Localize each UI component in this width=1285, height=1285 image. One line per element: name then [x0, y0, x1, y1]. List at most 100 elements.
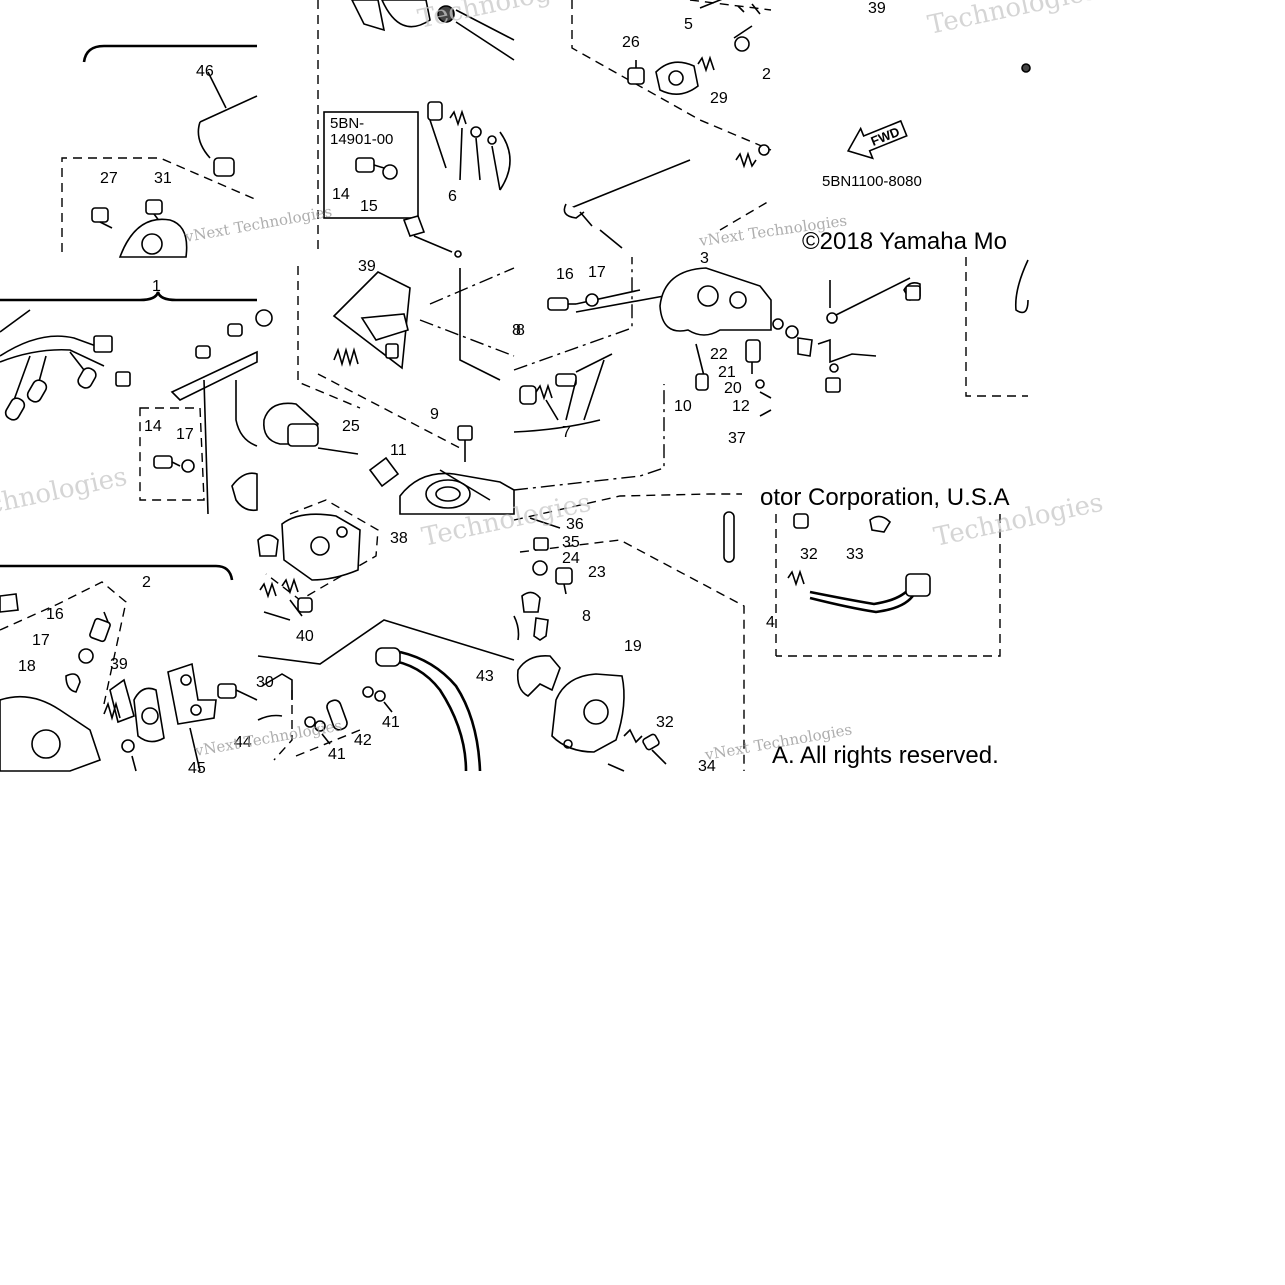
copyright-part3: A. All rights reserved.: [772, 742, 999, 769]
part-number: 39: [868, 0, 886, 17]
tile-bottom-right: [775, 513, 1001, 657]
part-number: 42: [354, 732, 372, 749]
tile-bottom-center-right: [513, 493, 745, 772]
jet-21-icon: [745, 339, 761, 374]
diagram-code: 5BN1100-8080: [822, 173, 922, 190]
part-number: 27: [100, 170, 118, 187]
svg-text:Technologies: Technologies: [0, 462, 130, 527]
washer-17-icon: [585, 293, 599, 307]
diaphragm-cover-19-icon: [551, 673, 625, 753]
part-number: 1: [152, 278, 161, 295]
part-number: 37: [728, 430, 746, 447]
washer-15-icon: [382, 164, 398, 180]
part-number: 33: [846, 546, 864, 563]
copyright-part1: ©2018 Yamaha Mo: [802, 228, 1007, 255]
throttle-sensor-25-icon: [263, 402, 319, 447]
part-number: 41: [382, 714, 400, 731]
screw-32-icon: [623, 728, 660, 751]
tile-bottom-left: [0, 564, 258, 772]
part-number: 32: [656, 714, 674, 731]
part-number: 19: [624, 638, 642, 655]
part-number: 14: [144, 418, 162, 435]
part-number: 32: [800, 546, 818, 563]
part-number: 36: [566, 516, 584, 533]
part-number: 6: [448, 188, 457, 205]
cover-plate-icon: [281, 513, 361, 581]
bolt-9-icon: [457, 425, 473, 462]
part-number: 4: [766, 614, 775, 631]
part-number: 17: [588, 264, 606, 281]
springs-40-icon: [259, 577, 313, 613]
part-number: 2: [762, 66, 771, 83]
part-number: 5: [684, 16, 693, 33]
part-number: 29: [710, 90, 728, 107]
part-number: 35: [562, 534, 580, 551]
part-number: 26: [622, 34, 640, 51]
part-number: 34: [698, 758, 716, 775]
tube-icon: [723, 511, 735, 563]
kit-box-line2: 14901-00: [330, 131, 393, 148]
screw-14-icon: [153, 455, 181, 469]
hose-assembly-icon: [787, 569, 931, 614]
fitting-45-icon: [167, 662, 217, 725]
part-number: 18: [18, 658, 36, 675]
screw-10-icon: [695, 343, 709, 391]
spring-29-icon: [697, 55, 715, 73]
part-number: 3: [700, 250, 709, 267]
part-number: 17: [32, 632, 50, 649]
screw-27-icon: [91, 207, 113, 229]
part-number: 16: [46, 606, 64, 623]
tile-middle-right: [772, 257, 1029, 397]
part-number: 15: [360, 198, 378, 215]
bolt-26-icon: [627, 60, 645, 85]
part-number: 8: [582, 608, 591, 625]
part-number: 14: [332, 186, 350, 203]
part-number: 17: [176, 426, 194, 443]
part-number: 24: [562, 550, 580, 567]
part-number: 12: [732, 398, 750, 415]
tile-top-right: FWD: [846, 63, 1031, 160]
part-number: 11: [390, 442, 407, 459]
part-number: 7: [562, 424, 571, 441]
tile-top-center-left: [317, 0, 515, 258]
part-number: 22: [710, 346, 728, 363]
copyright-part2: otor Corporation, U.S.A: [760, 484, 1009, 511]
part-number: 43: [476, 668, 494, 685]
tile-middle-left: [0, 291, 273, 515]
part-number: 16: [556, 266, 574, 283]
spring-6-icon: [449, 109, 467, 127]
part-number: 46: [196, 63, 214, 80]
screw-14-icon: [355, 157, 385, 173]
part-number: 9: [430, 406, 439, 423]
part-number: 30: [256, 674, 274, 691]
tile-bottom-center-left: [257, 499, 515, 772]
part-number: 40: [296, 628, 314, 645]
screw-31-icon: [145, 199, 163, 223]
part-number: 41: [328, 746, 346, 763]
part-number: 2: [142, 574, 151, 591]
screw-16-icon: [547, 297, 576, 311]
washer-17-icon: [181, 459, 195, 473]
part-number: 38: [390, 530, 408, 547]
tile-top-center-right: [563, 0, 772, 249]
part-number: 39: [110, 656, 128, 673]
spring-39-icon: [333, 347, 359, 367]
svg-text:Technologies: Technologies: [925, 0, 1100, 41]
hose-43-icon: [375, 647, 482, 772]
part-number: 25: [342, 418, 360, 435]
watermarks: Technologies Technologies Technologies T…: [0, 0, 1106, 764]
tile-top-left: [61, 44, 258, 258]
tile-center-left: [263, 266, 515, 515]
tile-center-right: [513, 257, 772, 491]
needle-valve-7-icon: [519, 353, 613, 405]
screw-16-icon: [89, 611, 111, 643]
part-number: 21: [718, 364, 736, 381]
bolt-23-icon: [555, 567, 573, 595]
fwd-arrow-icon: FWD: [846, 119, 908, 160]
part-number: 8: [516, 322, 525, 339]
svg-text:Technologies: Technologies: [415, 0, 590, 35]
part-number: 31: [154, 170, 172, 187]
svg-text:vNext Technologies: vNext Technologies: [193, 716, 344, 760]
part-number: 39: [358, 258, 376, 275]
